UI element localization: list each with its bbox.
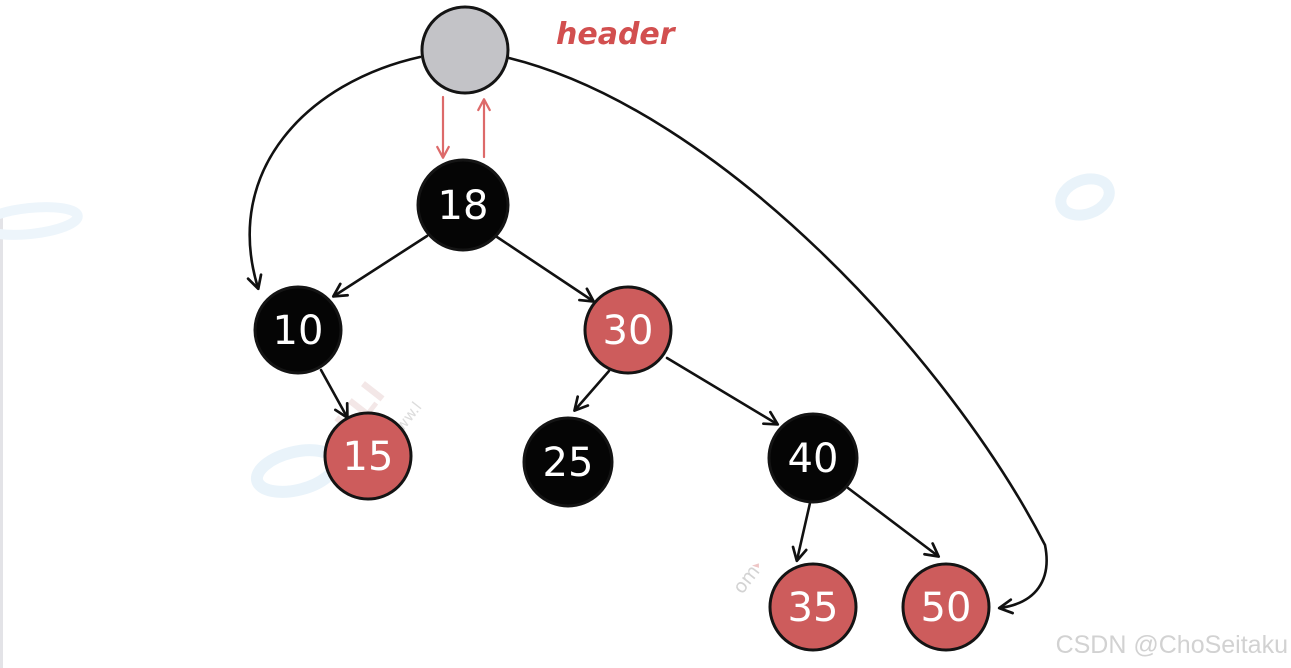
tree-edges — [246, 55, 1048, 615]
edge-18-to-30-right-child — [495, 235, 596, 303]
tree-node-30: 30 — [583, 285, 673, 375]
node-value-40: 40 — [788, 436, 839, 482]
watermark-swirl-0 — [1055, 173, 1115, 221]
left-edge-strip — [0, 215, 3, 668]
watermark-text: CSDN @ChoSeitaku — [1056, 631, 1288, 659]
node-value-15: 15 — [343, 434, 394, 480]
node-circle-25 — [522, 416, 614, 508]
node-value-18: 18 — [438, 183, 489, 229]
watermark-fragment-2: om — [729, 561, 765, 598]
tree-nodes: 18 10 30 15 25 40 35 50 — [253, 5, 991, 652]
tree-node-header — [420, 5, 510, 95]
tree-node-15: 15 — [323, 411, 413, 501]
node-circle-50 — [901, 562, 991, 652]
edge-40-to-50-right-child — [846, 486, 941, 558]
edge-10-to-15-right-child — [319, 368, 349, 420]
node-value-30: 30 — [603, 308, 654, 354]
header-label: header — [556, 17, 677, 52]
edge-40-to-35-left-child — [791, 501, 812, 563]
tree-node-18: 18 — [416, 158, 510, 252]
edge-30-to-40-right-child — [665, 356, 780, 426]
tree-node-35: 35 — [768, 562, 858, 652]
node-circle-18 — [416, 158, 510, 252]
node-value-50: 50 — [921, 585, 972, 631]
edge-header-to-50-rightmost-pointer — [507, 56, 1048, 615]
tree-node-10: 10 — [253, 285, 343, 375]
node-circle-15 — [323, 411, 413, 501]
tree-node-25: 25 — [522, 416, 614, 508]
node-circle-30 — [583, 285, 673, 375]
node-value-25: 25 — [543, 440, 594, 486]
node-circle-40 — [767, 412, 859, 504]
node-circle-10 — [253, 285, 343, 375]
node-value-35: 35 — [788, 585, 839, 631]
edge-18-to-10-left-child — [331, 234, 429, 298]
watermark-fragment-3: ◄ — [752, 561, 759, 571]
edge-header-to-10-leftmost-pointer — [246, 55, 422, 291]
node-circle-35 — [768, 562, 858, 652]
node-value-10: 10 — [273, 308, 324, 354]
node-circle-header — [420, 5, 510, 95]
edge-30-to-25-left-child — [573, 369, 611, 412]
tree-node-40: 40 — [767, 412, 859, 504]
tree-node-50: 50 — [901, 562, 991, 652]
watermark-swirl-2 — [0, 202, 83, 240]
